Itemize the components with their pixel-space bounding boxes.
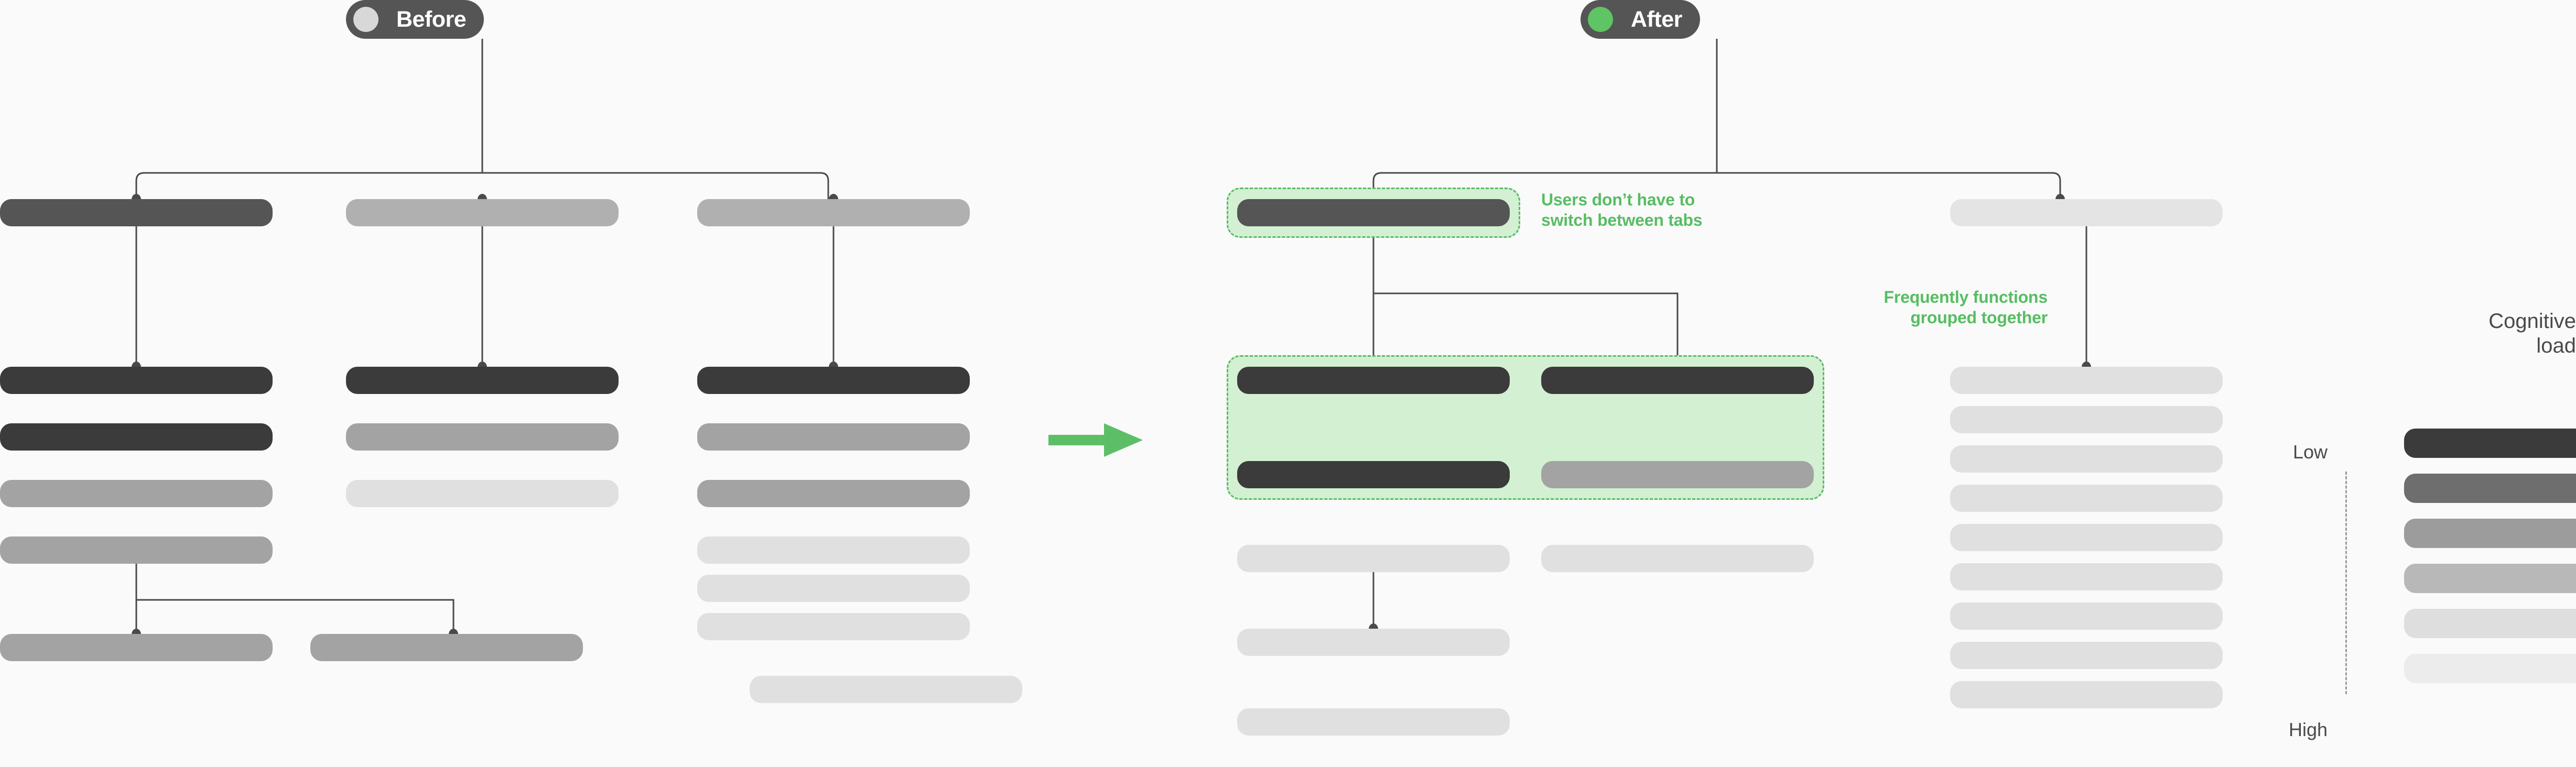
before-header-pill[interactable]: Before — [346, 0, 484, 39]
tree-node-bar[interactable] — [1950, 642, 2223, 669]
tree-node-bar[interactable] — [1541, 367, 1814, 394]
tree-node-bar[interactable] — [346, 367, 619, 394]
tree-node-bar[interactable] — [346, 199, 619, 226]
tree-node-bar[interactable] — [1950, 485, 2223, 512]
annotation-switch-tabs: Users don’t have to switch between tabs — [1541, 190, 1703, 230]
legend-title: Cognitive load — [2488, 310, 2576, 358]
tree-node-bar[interactable] — [697, 536, 970, 564]
tree-node-bar[interactable] — [0, 367, 273, 394]
after-status-dot — [1588, 7, 1613, 32]
after-header-pill[interactable]: After — [1581, 0, 1700, 39]
tree-node-bar[interactable] — [0, 536, 273, 564]
tree-node-bar[interactable] — [1950, 563, 2223, 590]
tree-node-bar[interactable] — [1541, 545, 1814, 572]
transition-arrow-icon — [1048, 423, 1143, 457]
tree-node-bar[interactable] — [1541, 461, 1814, 488]
tree-node-bar[interactable] — [1237, 629, 1510, 656]
tree-node-bar[interactable] — [0, 199, 273, 226]
tree-node-bar[interactable] — [697, 199, 970, 226]
legend-low-label: Low — [2292, 441, 2328, 463]
tree-node-bar[interactable] — [0, 480, 273, 507]
legend-high-label: High — [2288, 719, 2328, 740]
tree-node-bar[interactable] — [346, 480, 619, 507]
before-status-dot — [353, 7, 378, 32]
tree-node-bar[interactable] — [1950, 524, 2223, 551]
tree-node-bar[interactable] — [1950, 602, 2223, 630]
tree-node-bar[interactable] — [697, 423, 970, 451]
tree-node-bar[interactable] — [1950, 445, 2223, 473]
legend-swatch[interactable] — [2404, 564, 2576, 593]
before-header-label: Before — [396, 6, 467, 32]
tree-node-bar[interactable] — [750, 676, 1022, 703]
tree-node-bar[interactable] — [697, 480, 970, 507]
legend-scale-axis — [2345, 472, 2347, 694]
tree-node-bar[interactable] — [1237, 708, 1510, 736]
tree-node-bar[interactable] — [1950, 406, 2223, 433]
legend-swatch[interactable] — [2404, 519, 2576, 548]
tree-node-bar[interactable] — [697, 575, 970, 602]
tree-node-bar[interactable] — [697, 613, 970, 640]
legend-swatch[interactable] — [2404, 654, 2576, 683]
after-header-label: After — [1631, 6, 1682, 32]
legend-swatch[interactable] — [2404, 474, 2576, 503]
tree-node-bar[interactable] — [0, 634, 273, 661]
tree-node-bar[interactable] — [1950, 199, 2223, 226]
tree-node-bar[interactable] — [1950, 681, 2223, 708]
legend-swatch[interactable] — [2404, 429, 2576, 458]
tree-node-bar[interactable] — [1237, 461, 1510, 488]
tree-node-bar[interactable] — [1950, 367, 2223, 394]
tree-node-bar[interactable] — [310, 634, 583, 661]
tree-node-bar[interactable] — [1237, 367, 1510, 394]
legend-swatch[interactable] — [2404, 609, 2576, 638]
tree-node-bar[interactable] — [1237, 199, 1510, 226]
tree-node-bar[interactable] — [1237, 545, 1510, 572]
tree-node-bar[interactable] — [0, 423, 273, 451]
tree-node-bar[interactable] — [346, 423, 619, 451]
annotation-grouped-functions: Frequently functions grouped together — [1884, 288, 2048, 327]
tree-node-bar[interactable] — [697, 367, 970, 394]
